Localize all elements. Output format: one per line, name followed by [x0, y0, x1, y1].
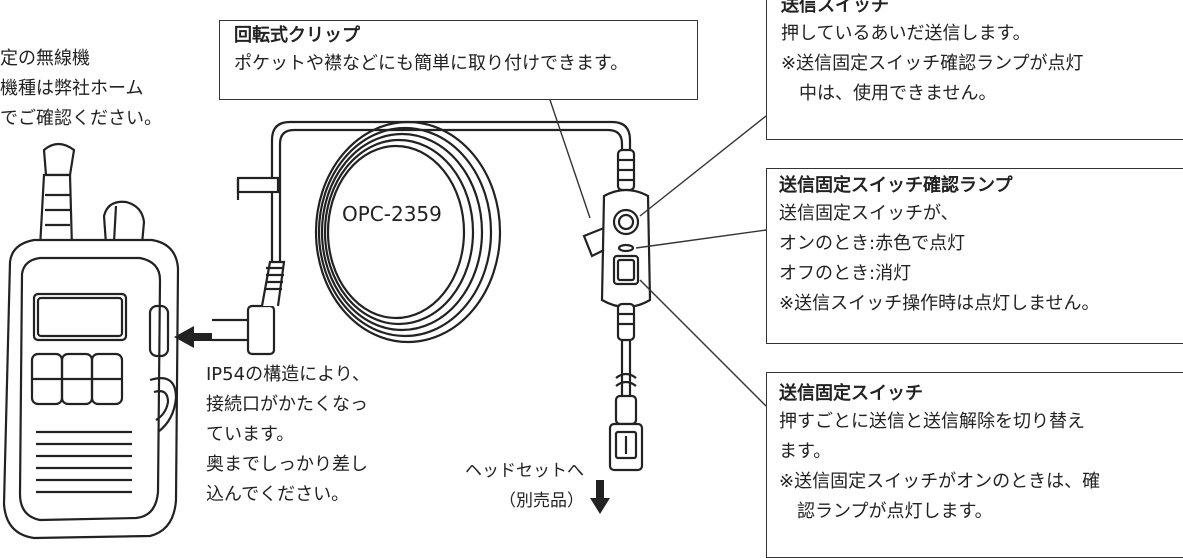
callout-line: ※送信スイッチ操作時は点灯しません。: [779, 293, 1100, 314]
tx-switch-callout: 送信スイッチ 押しているあいだ送信します。 ※送信固定スイッチ確認ランプが点灯 …: [766, 0, 1183, 140]
note-line: 定の無線機: [0, 48, 90, 69]
leader-lines: [549, 99, 767, 407]
lamp-callout: 送信固定スイッチ確認ランプ 送信固定スイッチが、 オンのとき:赤色で点灯 オフの…: [766, 168, 1183, 344]
callout-line: ※送信固定スイッチ確認ランプが点灯: [781, 53, 1084, 74]
callout-line: 押すごとに送信と送信解除を切り替え: [779, 411, 1085, 432]
callout-title: 送信スイッチ: [781, 0, 889, 16]
callout-title: 送信固定スイッチ確認ランプ: [779, 175, 1013, 196]
callout-line: ※送信固定スイッチがオンのときは、確: [779, 471, 1101, 492]
plug-cable: [212, 120, 632, 356]
headset-arrow: [590, 480, 610, 514]
callout-line: ます。: [779, 441, 832, 462]
callout-line: オフのとき:消灯: [779, 263, 912, 284]
ip54-note: IP54の構造により、 接続口がかたくなっ ています。 奥までしっかり差し 込ん…: [206, 360, 370, 510]
lock-switch-callout: 送信固定スイッチ 押すごとに送信と送信解除を切り替え ます。 ※送信固定スイッチ…: [766, 372, 1183, 558]
note-line: 込んでください。: [206, 484, 350, 505]
note-line: ヘッドセットへ: [465, 461, 584, 481]
note-line: IP54の構造により、: [206, 364, 370, 385]
ptt-unit: [582, 148, 652, 472]
cable-model-label: OPC-2359: [342, 202, 442, 226]
callout-line: オンのとき:赤色で点灯: [779, 233, 966, 254]
note-line: でご確認ください。: [0, 108, 162, 129]
note-line: ています。: [206, 424, 295, 445]
callout-line: 中は、使用できません。: [781, 83, 997, 104]
headset-note: ヘッドセットへ （別売品）: [458, 456, 584, 516]
top-left-note: 定の無線機 機種は弊社ホーム でご確認ください。: [0, 44, 162, 134]
callout-line: 認ランプが点灯します。: [779, 501, 993, 522]
clip-callout: 回転式クリップ ポケットや襟などにも簡単に取り付けできます。: [219, 20, 698, 100]
note-line: （別売品）: [499, 491, 584, 511]
note-line: 奥までしっかり差し: [206, 454, 368, 475]
note-line: 機種は弊社ホーム: [0, 78, 144, 99]
callout-line: ポケットや襟などにも簡単に取り付けできます。: [234, 53, 629, 74]
callout-title: 回転式クリップ: [234, 25, 360, 46]
callout-line: 押しているあいだ送信します。: [781, 23, 1031, 44]
callout-title: 送信固定スイッチ: [779, 383, 923, 404]
note-line: 接続口がかたくなっ: [206, 394, 368, 415]
insert-arrow: [174, 326, 212, 348]
callout-line: 送信固定スイッチが、: [779, 203, 959, 224]
radio-illustration: [2, 142, 180, 540]
